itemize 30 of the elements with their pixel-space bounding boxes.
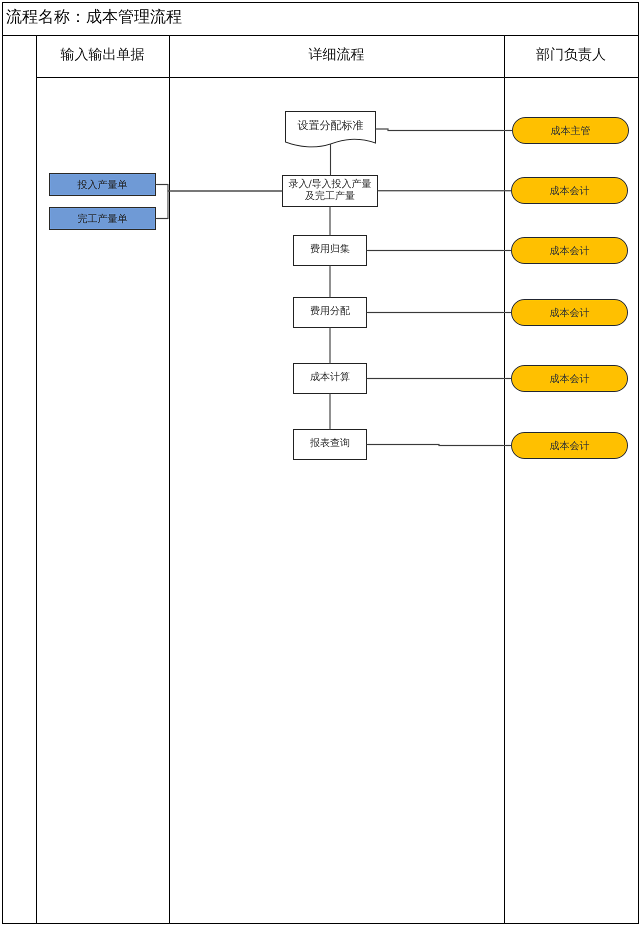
column-header: 详细流程 bbox=[308, 47, 364, 65]
process-box: 费用分配 bbox=[293, 297, 367, 328]
input-form: 完工产量单 bbox=[49, 207, 156, 230]
connector-line bbox=[378, 190, 511, 192]
process-box: 成本计算 bbox=[293, 363, 367, 394]
connector-line bbox=[330, 144, 332, 175]
connector-line bbox=[329, 266, 331, 297]
diagram-title: 流程名称：成本管理流程 bbox=[6, 8, 182, 28]
role-terminal: 成本会计 bbox=[511, 432, 628, 459]
connector-line bbox=[329, 328, 331, 363]
column-header: 部门负责人 bbox=[536, 47, 606, 65]
process-box: 录入/导入投入产量及完工产量 bbox=[282, 175, 378, 207]
input-form: 投入产量单 bbox=[49, 173, 156, 196]
process-box: 报表查询 bbox=[293, 429, 367, 460]
connector-line bbox=[376, 128, 512, 132]
connector-line bbox=[367, 444, 511, 446]
connector-line bbox=[367, 378, 511, 380]
column-header: 输入输出单据 bbox=[60, 47, 144, 65]
role-terminal: 成本会计 bbox=[511, 365, 628, 392]
connector-line bbox=[329, 394, 331, 429]
connector-line bbox=[367, 250, 511, 252]
role-terminal: 成本会计 bbox=[511, 299, 628, 326]
connector-line bbox=[329, 207, 331, 235]
role-terminal: 成本会计 bbox=[511, 237, 628, 264]
role-terminal: 成本会计 bbox=[511, 177, 628, 204]
role-terminal: 成本主管 bbox=[512, 117, 629, 144]
connector-line bbox=[367, 312, 511, 314]
connector-line bbox=[156, 190, 282, 220]
process-box: 费用归集 bbox=[293, 235, 367, 266]
document-node: 设置分配标准 bbox=[285, 111, 376, 148]
